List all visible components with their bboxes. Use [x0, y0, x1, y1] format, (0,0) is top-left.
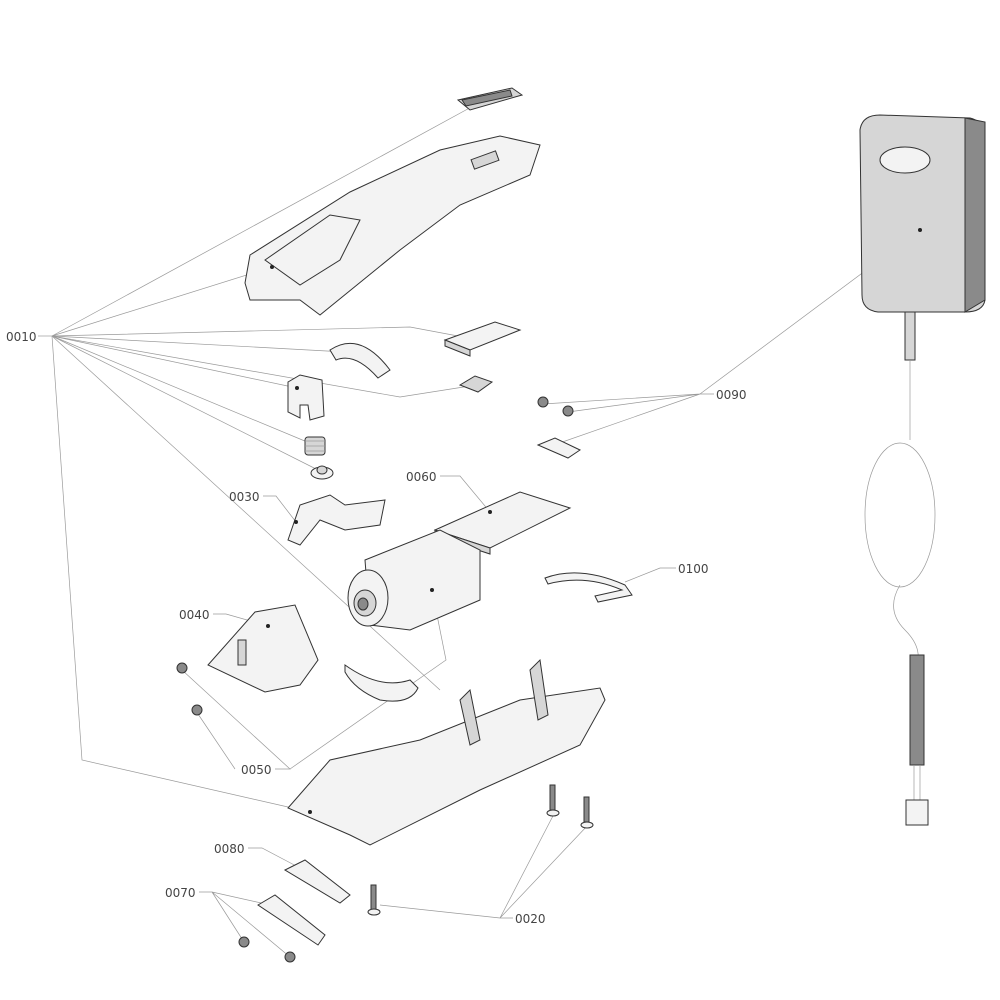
- label-0060: 0060: [406, 470, 437, 484]
- spring: [304, 436, 326, 456]
- screw-0050-b: [191, 704, 203, 716]
- label-0090: 0090: [716, 388, 747, 402]
- leaders-0010: [38, 104, 491, 813]
- contact-clip: [458, 375, 494, 393]
- part-labels: 0010 0090 0060 0030 0100 0040 0050 0080 …: [6, 330, 747, 926]
- blade-holder-0040: [207, 604, 319, 693]
- switch-cover: [456, 87, 524, 111]
- spring-seat: [310, 465, 334, 480]
- motor: [347, 529, 481, 631]
- label-0100: 0100: [678, 562, 709, 576]
- latch-block: [287, 374, 325, 421]
- leader-0100: [624, 567, 676, 583]
- leader-0090: [542, 229, 921, 448]
- label-0070: 0070: [165, 886, 196, 900]
- label-0020: 0020: [515, 912, 546, 926]
- bottom-housing: [287, 658, 606, 846]
- leader-lines: [38, 104, 921, 958]
- arc-spacer-lower: [344, 664, 419, 702]
- retaining-ring-0100: [544, 572, 633, 603]
- leader-0080: [248, 847, 301, 869]
- leader-0070: [199, 891, 291, 958]
- label-0040: 0040: [179, 608, 210, 622]
- label-0010: 0010: [6, 330, 37, 344]
- screws-0020: [367, 784, 594, 916]
- leader-0020: [379, 811, 589, 919]
- top-housing: [244, 135, 541, 316]
- label-0030: 0030: [229, 490, 260, 504]
- screws-0090: [536, 396, 582, 459]
- arc-spacer-upper: [329, 342, 391, 379]
- contact-0070: [238, 894, 326, 963]
- leader-0030: [263, 495, 297, 523]
- label-0080: 0080: [214, 842, 245, 856]
- contact-0080: [283, 859, 351, 904]
- power-adapter: [859, 114, 986, 826]
- label-0050: 0050: [241, 763, 272, 777]
- screw-0050-a: [176, 662, 188, 674]
- switch-slider: [443, 321, 522, 357]
- leader-0060: [440, 475, 491, 513]
- lever-0030: [287, 494, 386, 546]
